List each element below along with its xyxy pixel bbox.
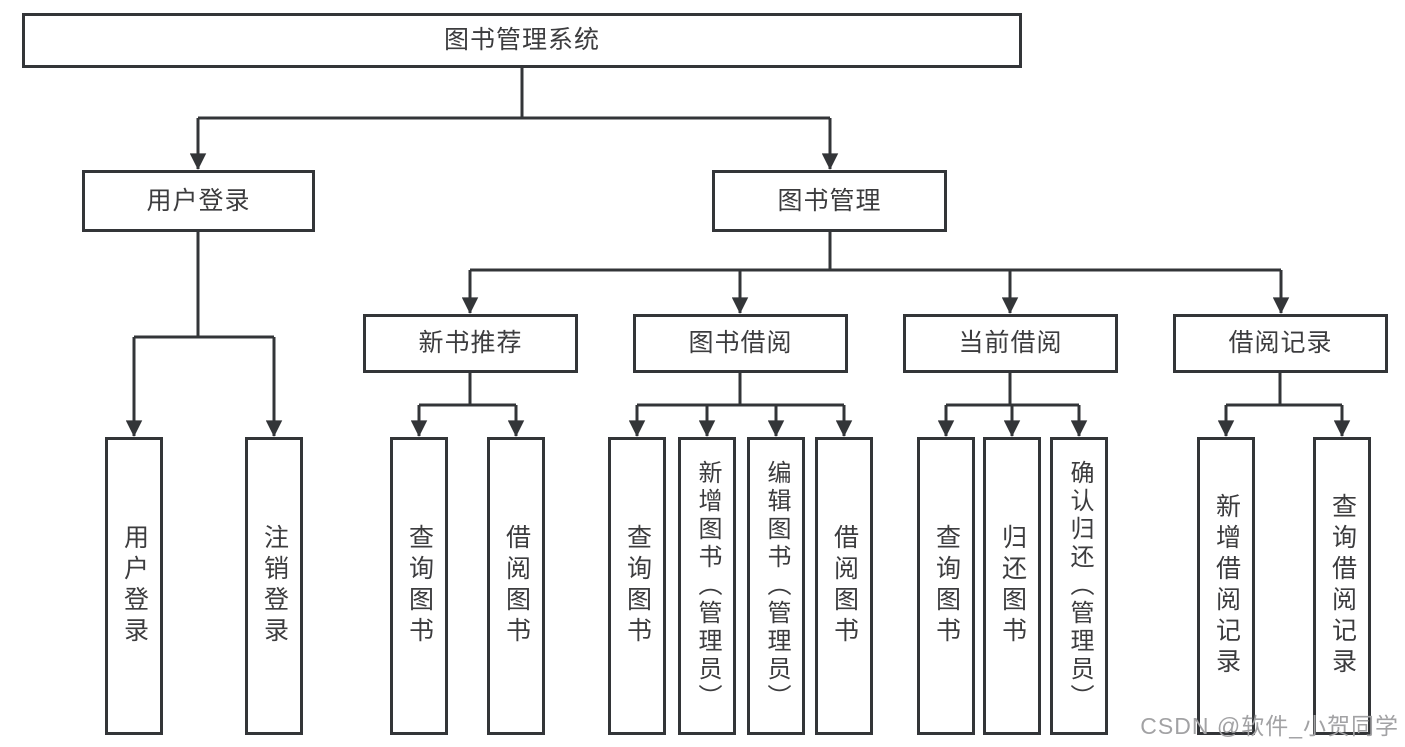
- node-user-login: 用户登录: [82, 170, 315, 232]
- leaf-recommend-borrow-books: 借阅图书: [487, 437, 545, 735]
- leaf-confirm-return-admin: 确认归还（管理员）: [1050, 437, 1108, 735]
- node-new-book-recommend: 新书推荐: [363, 314, 578, 373]
- leaf-add-books-admin: 新增图书（管理员）: [678, 437, 736, 735]
- leaf-query-borrow-record: 查询借阅记录: [1313, 437, 1371, 735]
- leaf-add-borrow-record: 新增借阅记录: [1197, 437, 1255, 735]
- leaf-logout: 注销登录: [245, 437, 303, 735]
- leaf-edit-books-admin: 编辑图书（管理员）: [747, 437, 805, 735]
- watermark-text: CSDN @软件_小贺同学: [1140, 713, 1399, 739]
- node-current-borrowing: 当前借阅: [903, 314, 1118, 373]
- leaf-current-query-books: 查询图书: [917, 437, 975, 735]
- leaf-return-books: 归还图书: [983, 437, 1041, 735]
- leaf-user-login: 用户登录: [105, 437, 163, 735]
- node-library-system: 图书管理系统: [22, 13, 1022, 68]
- leaf-borrowing-query-books: 查询图书: [608, 437, 666, 735]
- node-borrow-records: 借阅记录: [1173, 314, 1388, 373]
- node-book-borrowing: 图书借阅: [633, 314, 848, 373]
- leaf-recommend-query-books: 查询图书: [390, 437, 448, 735]
- leaf-borrowing-borrow-books: 借阅图书: [815, 437, 873, 735]
- node-book-management: 图书管理: [712, 170, 947, 232]
